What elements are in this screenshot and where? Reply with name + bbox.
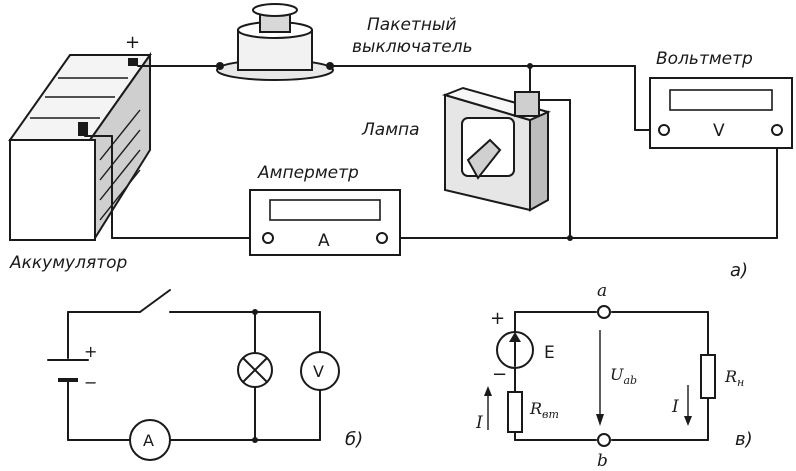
battery-plus-sign: +: [125, 32, 140, 53]
voltage-arrow: Uab: [596, 330, 637, 426]
battery-label: Аккумулятор: [9, 253, 128, 273]
node-b-label: b: [597, 451, 608, 471]
diagram-c: a b E + − Rвт I Uab Rн: [475, 281, 753, 471]
ammeter-symbol-b: A: [129, 419, 171, 461]
ammeter-label: Амперметр: [257, 163, 359, 183]
node-a-label: a: [597, 281, 607, 301]
switch-label-line1: Пакетный: [367, 15, 456, 35]
battery-b-plus: +: [84, 342, 97, 361]
emf-source: E + −: [490, 308, 555, 385]
voltmeter-a-symbol: V: [713, 121, 725, 141]
battery-drawing: +: [8, 32, 152, 242]
battery-symbol-b: + −: [47, 342, 97, 392]
lamp-symbol-b: [237, 352, 273, 388]
source-minus: −: [492, 364, 507, 385]
resistor-load: [700, 354, 716, 399]
panel-label-b: б): [345, 429, 363, 450]
resistor-load-label: Rн: [724, 367, 744, 389]
current-label-left: I: [475, 413, 483, 433]
ammeter-a-symbol: A: [318, 231, 330, 251]
voltage-label: Uab: [610, 365, 637, 387]
voltmeter-b-symbol: V: [313, 362, 324, 381]
current-label-right: I: [671, 397, 679, 417]
wires-a: [84, 63, 778, 241]
battery-b-minus: −: [84, 373, 97, 392]
lamp-label: Лампа: [361, 120, 420, 140]
voltmeter-label: Вольтметр: [656, 49, 753, 69]
terminal-a: [597, 305, 611, 319]
ammeter-a: A: [249, 189, 401, 256]
diagram-b: + − V A б): [47, 289, 363, 461]
current-arrow-right: I: [671, 385, 692, 426]
panel-label-a: а): [730, 260, 748, 281]
wires-c: [514, 311, 709, 441]
voltmeter-symbol-b: V: [300, 351, 340, 391]
lamp-drawing: [441, 86, 551, 212]
diagram-a: + Аккумулятор: [8, 3, 793, 281]
terminal-b: [597, 433, 611, 447]
resistor-internal: [507, 391, 523, 433]
panel-label-c: в): [735, 429, 753, 450]
current-arrow-left: I: [475, 386, 492, 433]
voltmeter-a: V: [649, 77, 793, 149]
ammeter-b-symbol: A: [143, 431, 154, 450]
emf-label: E: [544, 343, 555, 363]
packet-switch-drawing: [216, 3, 334, 81]
switch-label-line2: выключатель: [352, 37, 473, 57]
resistor-internal-label: Rвт: [529, 399, 559, 421]
wires-b: [67, 289, 321, 443]
source-plus: +: [490, 308, 505, 329]
